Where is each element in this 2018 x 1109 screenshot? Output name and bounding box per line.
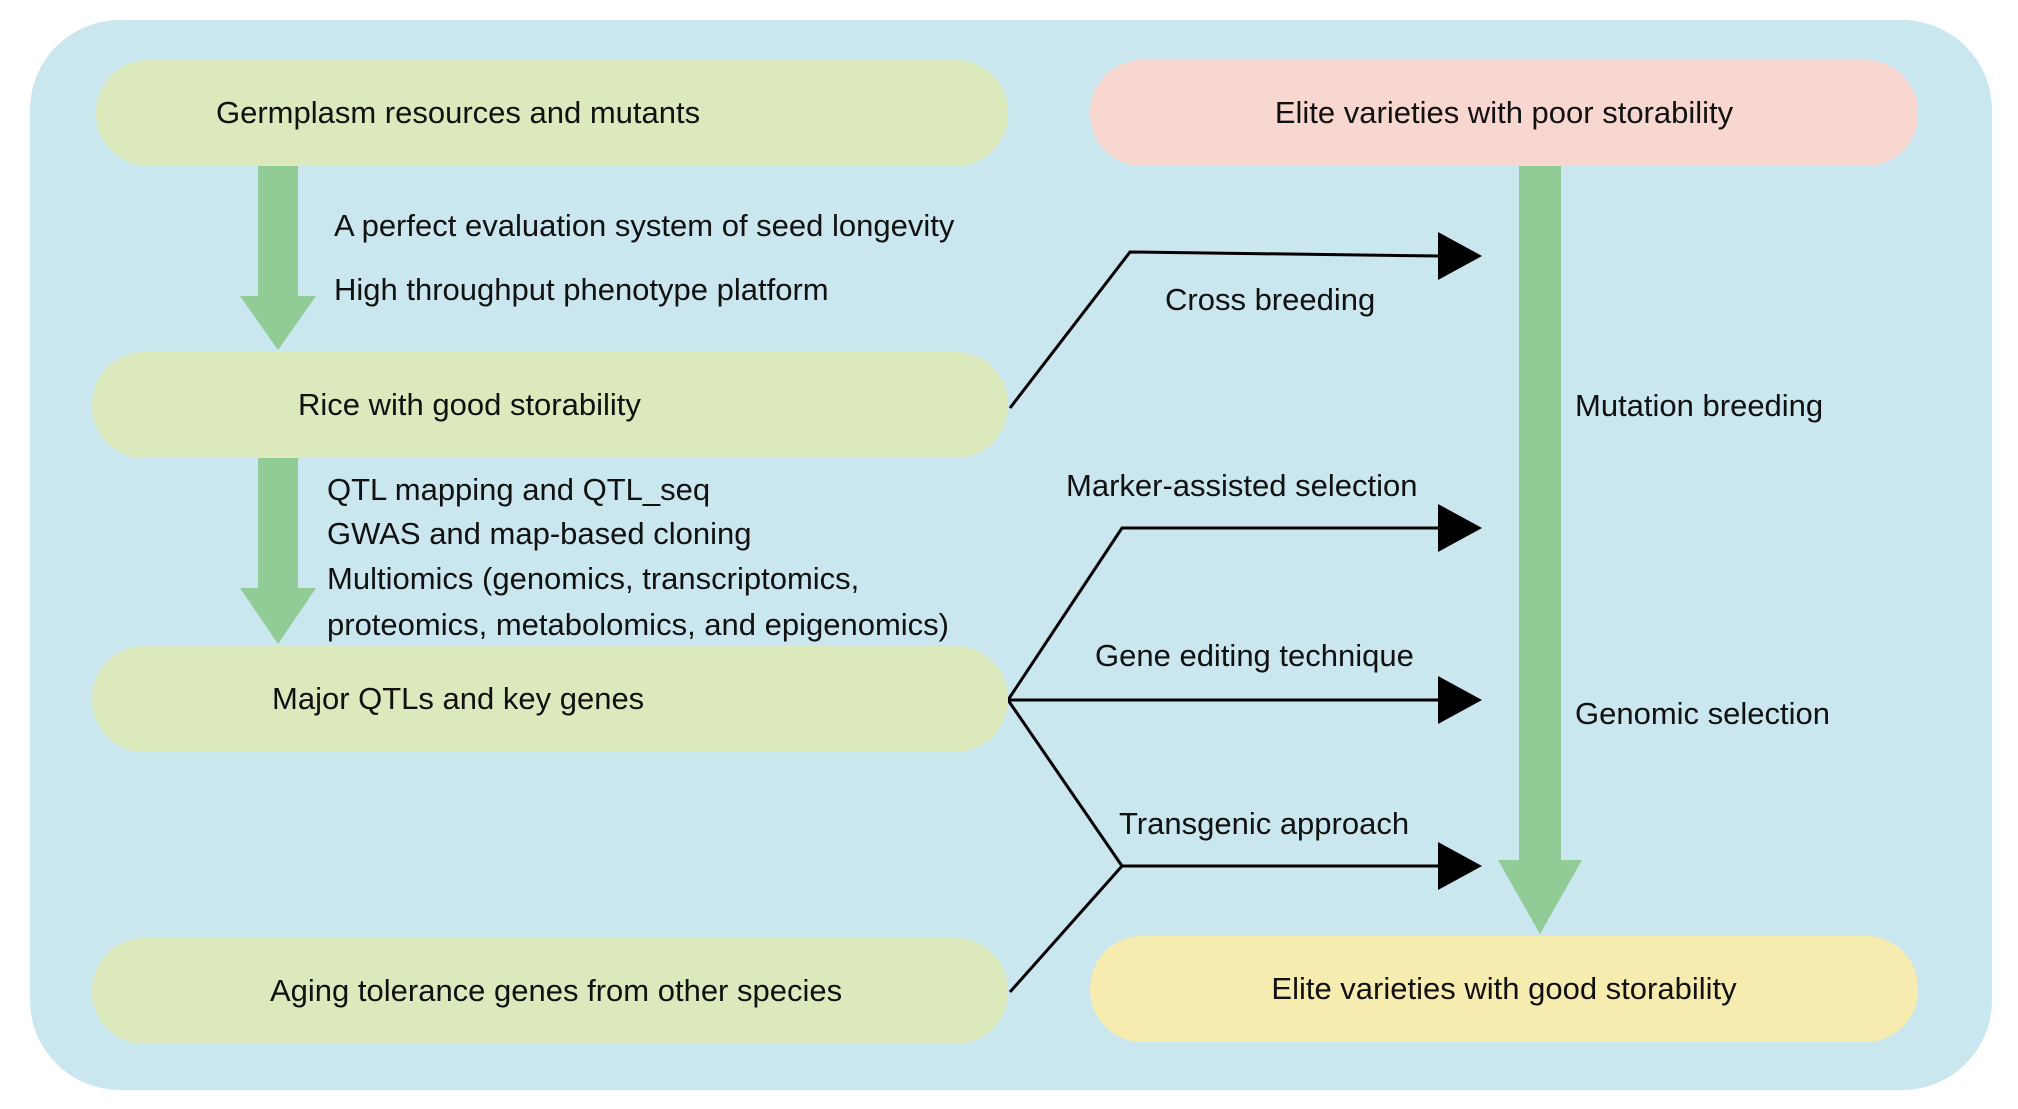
arrowhead-marker-assisted: [1438, 504, 1482, 552]
arrowhead-gene-editing: [1438, 676, 1482, 724]
label-multiomics-line2: proteomics, metabolomics, and epigenomic…: [327, 607, 949, 642]
label-multiomics-line1: Multiomics (genomics, transcriptomics,: [327, 561, 860, 596]
node-aging-genes: Aging tolerance genes from other species: [92, 938, 1008, 1044]
label-gwas: GWAS and map-based cloning: [327, 516, 752, 551]
line-marker-assisted: [1006, 526, 1440, 701]
arrowhead-cross-breeding: [1438, 232, 1482, 280]
label-cross-breeding: Cross breeding: [1165, 282, 1376, 317]
node-germplasm-text: Germplasm resources and mutants: [216, 95, 701, 130]
node-elite-poor: Elite varieties with poor storability: [1090, 60, 1918, 166]
flow-arrow-poor-to-good: [1498, 166, 1582, 934]
label-gene-editing: Gene editing technique: [1095, 638, 1414, 673]
node-elite-poor-text: Elite varieties with poor storability: [1274, 95, 1734, 130]
label-genomic-selection: Genomic selection: [1575, 696, 1831, 731]
arrowhead-transgenic: [1438, 842, 1482, 890]
line-transgenic-from-qtls: [1006, 699, 1124, 867]
label-qtl-mapping: QTL mapping and QTL_seq: [327, 472, 711, 507]
background-panel: [30, 20, 1992, 1090]
line-cross-breeding: [1008, 250, 1441, 409]
node-major-qtls: Major QTLs and key genes: [92, 646, 1008, 752]
line-transgenic-from-aging: [1008, 864, 1440, 993]
node-germplasm: Germplasm resources and mutants: [96, 60, 1008, 166]
label-phenotype-platform: High throughput phenotype platform: [334, 272, 829, 307]
node-rice-good-storability: Rice with good storability: [92, 352, 1008, 458]
flow-arrow-rice-to-qtls: [240, 458, 316, 644]
flow-arrow-germplasm-to-rice: [240, 166, 316, 350]
node-rice-good-storability-text: Rice with good storability: [298, 387, 641, 422]
label-evaluation-system: A perfect evaluation system of seed long…: [334, 208, 955, 243]
label-transgenic: Transgenic approach: [1119, 806, 1410, 841]
label-mutation-breeding: Mutation breeding: [1575, 388, 1824, 423]
node-major-qtls-text: Major QTLs and key genes: [272, 681, 645, 716]
node-aging-genes-text: Aging tolerance genes from other species: [270, 973, 843, 1008]
node-elite-good-text: Elite varieties with good storability: [1271, 971, 1737, 1006]
node-elite-good: Elite varieties with good storability: [1090, 936, 1918, 1042]
label-marker-assisted: Marker-assisted selection: [1066, 468, 1418, 503]
